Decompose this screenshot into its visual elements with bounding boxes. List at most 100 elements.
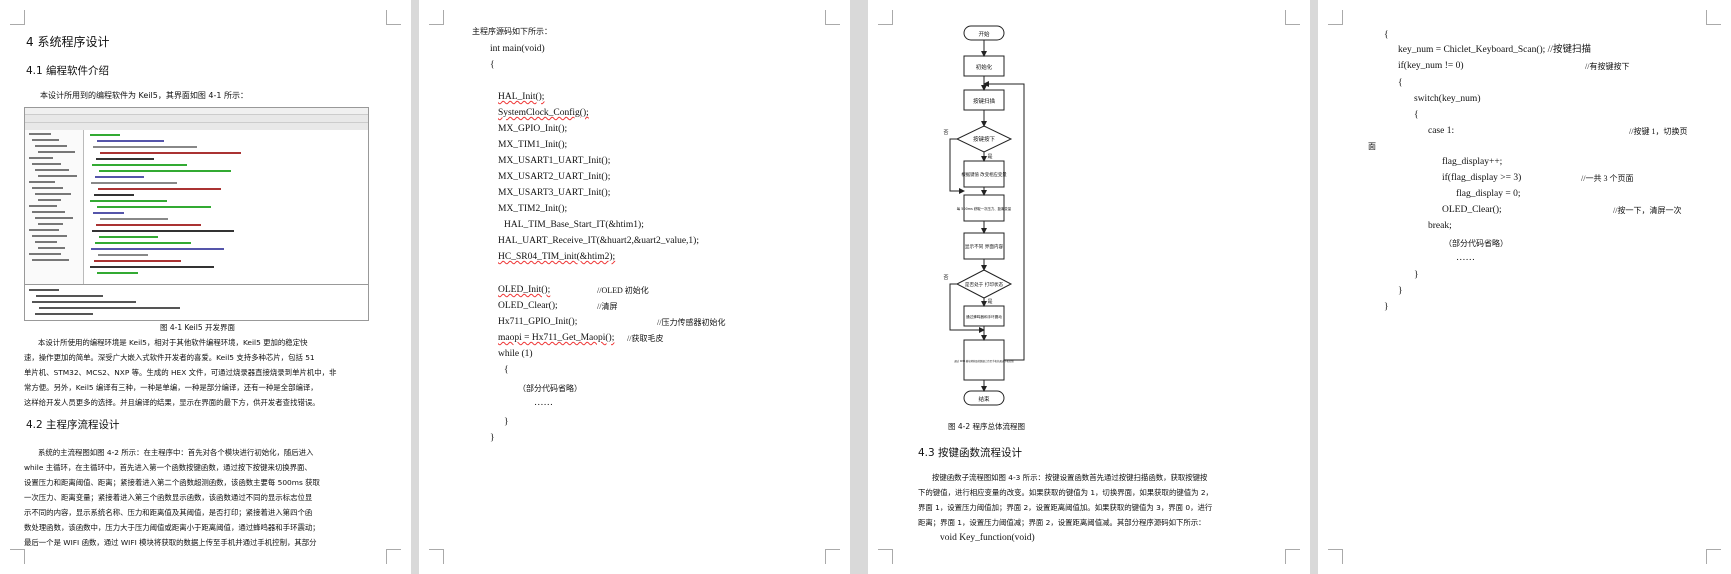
screenshot-text-line bbox=[92, 164, 187, 166]
screenshot-text-line bbox=[93, 146, 197, 148]
code-line: key_num = Chiclet_Keyboard_Scan(); //按键扫… bbox=[1398, 45, 1591, 55]
code-line: void Key_function(void) bbox=[940, 533, 1035, 543]
figure-caption: 图 4-2 程序总体流程图 bbox=[948, 422, 1026, 431]
code-comment: //按键 1，切换页 bbox=[1629, 127, 1688, 136]
screenshot-text-line bbox=[96, 158, 154, 160]
screenshot-tree-line bbox=[38, 223, 63, 225]
flow-yes-label: 是 bbox=[987, 299, 992, 305]
code-line: { bbox=[1384, 30, 1389, 40]
crop-mark bbox=[386, 10, 401, 25]
crop-mark bbox=[10, 549, 25, 564]
flow-label: 根据键值 改变相应变量 bbox=[961, 171, 1007, 178]
screenshot-tree-line bbox=[38, 199, 61, 201]
screenshot-text-line bbox=[95, 242, 191, 244]
flow-label: 按键按下 bbox=[973, 135, 996, 143]
subsection-title: 4.2 主程序流程设计 bbox=[26, 419, 120, 431]
screenshot-tree-line bbox=[32, 211, 65, 213]
flow-label: 通过蜂鸣器和手环震动 bbox=[966, 314, 1002, 319]
screenshot-tree-line bbox=[38, 151, 75, 153]
code-line: HC_SR04_TIM_init(&htim2); bbox=[498, 252, 616, 262]
screenshot-tree-line bbox=[29, 181, 55, 183]
flow-label: 初始化 bbox=[976, 63, 993, 71]
crop-mark bbox=[10, 10, 25, 25]
code-line: } bbox=[490, 433, 495, 443]
crop-mark bbox=[1328, 549, 1343, 564]
code-line: MX_USART3_UART_Init(); bbox=[498, 188, 611, 198]
crop-mark bbox=[1285, 10, 1300, 25]
flow-no-label: 否 bbox=[943, 275, 948, 281]
code-line: MX_TIM2_Init(); bbox=[498, 204, 568, 214]
crop-mark bbox=[825, 10, 840, 25]
code-line: Hx711_GPIO_Init(); bbox=[498, 317, 578, 327]
code-line: OLED_Clear(); bbox=[1442, 205, 1502, 215]
code-line: OLED_Clear(); bbox=[498, 301, 558, 311]
code-line: } bbox=[504, 417, 509, 427]
screenshot-text-line bbox=[91, 182, 177, 184]
code-line: HAL_Init(); bbox=[498, 92, 545, 102]
crop-mark bbox=[429, 10, 444, 25]
code-line: flag_display++; bbox=[1442, 157, 1503, 167]
code-line: MX_USART2_UART_Init(); bbox=[498, 172, 611, 182]
crop-mark bbox=[825, 549, 840, 564]
code-line: maopi = Hx711_Get_Maopi(); bbox=[498, 333, 615, 343]
screenshot-tree-line bbox=[29, 133, 51, 135]
screenshot-tree-line bbox=[35, 169, 69, 171]
code-line: { bbox=[490, 60, 495, 70]
screenshot-text-line bbox=[100, 218, 168, 220]
screenshot-text-line bbox=[93, 212, 124, 214]
flow-label: 显示不同 界面内容 bbox=[965, 243, 1004, 250]
screenshot-text-line bbox=[90, 266, 214, 268]
crop-mark bbox=[878, 10, 893, 25]
screenshot-tree-line bbox=[29, 229, 59, 231]
screenshot-text-line bbox=[100, 152, 241, 154]
flow-label: 按键扫描 bbox=[973, 97, 996, 105]
screenshot-tree-line bbox=[32, 259, 69, 261]
screenshot-text-line bbox=[39, 307, 180, 309]
flow-label: 通过 WIFI 模块将获取的数据上传至手机并通过手机控制 bbox=[954, 359, 1014, 363]
flow-no-label: 否 bbox=[943, 130, 948, 136]
screenshot-text-line bbox=[97, 140, 164, 142]
code-line: } bbox=[1384, 302, 1389, 312]
screenshot-text-line bbox=[90, 134, 120, 136]
document-page-3: 开始 初始化 按键扫描 按键按下 根据键值 改变相应变量 每 500ms 获取一… bbox=[868, 0, 1310, 574]
screenshot-text-line bbox=[95, 176, 144, 178]
code-comment: //一共 3 个页面 bbox=[1581, 174, 1634, 183]
screenshot-tree-line bbox=[35, 241, 57, 243]
crop-mark bbox=[878, 549, 893, 564]
code-comment: //压力传感器初始化 bbox=[657, 318, 726, 327]
screenshot-text-line bbox=[29, 289, 59, 291]
screenshot-tree-line bbox=[32, 187, 63, 189]
code-comment: //有按键按下 bbox=[1585, 62, 1630, 71]
paragraph-keil5: 本设计所使用的编程环境是 Keil5，相对于其他软件编程环境，Keil5 更加的… bbox=[24, 338, 337, 407]
screenshot-tree-line bbox=[29, 157, 53, 159]
code-comment: //OLED 初始化 bbox=[597, 286, 649, 295]
code-line: HAL_UART_Receive_IT(&huart2,&uart2_value… bbox=[498, 236, 699, 246]
screenshot-text-line bbox=[98, 254, 148, 256]
code-line: HAL_TIM_Base_Start_IT(&htim1); bbox=[504, 220, 644, 230]
subsection-title: 4.3 按键函数流程设计 bbox=[918, 447, 1023, 459]
code-intro: 主程序源码如下所示： bbox=[472, 27, 552, 36]
screenshot-text-line bbox=[96, 224, 201, 226]
code-line: while (1) bbox=[498, 349, 533, 359]
code-line: …… bbox=[1456, 253, 1475, 263]
subsection-title: 4.1 编程软件介绍 bbox=[26, 65, 110, 77]
paragraph-main-flow: 系统的主流程图如图 4-2 所示：在主程序中：首先对各个模块进行初始化，随后进入… bbox=[24, 448, 320, 547]
section-title: 4 系统程序设计 bbox=[26, 35, 110, 49]
crop-mark bbox=[1285, 549, 1300, 564]
code-comment: //清屏 bbox=[597, 302, 618, 311]
code-line: （部分代码省略） bbox=[518, 384, 582, 393]
screenshot-tree-line bbox=[32, 163, 61, 165]
code-line: { bbox=[1414, 110, 1419, 120]
screenshot-text-line bbox=[92, 230, 234, 232]
code-comment: //获取毛皮 bbox=[627, 334, 664, 343]
code-line: …… bbox=[534, 398, 553, 408]
screenshot-text-line bbox=[98, 188, 221, 190]
code-line: } bbox=[1398, 286, 1403, 296]
code-line: OLED_Init(); bbox=[498, 285, 551, 295]
crop-mark bbox=[386, 549, 401, 564]
document-page-1: 4 系统程序设计 4.1 编程软件介绍 本设计所用到的编程软件为 Keil5，其… bbox=[0, 0, 411, 574]
screenshot-tree-line bbox=[35, 145, 67, 147]
screenshot-text-line bbox=[90, 200, 167, 202]
flow-yes-label: 是 bbox=[987, 154, 992, 160]
screenshot-tree-line bbox=[29, 205, 57, 207]
